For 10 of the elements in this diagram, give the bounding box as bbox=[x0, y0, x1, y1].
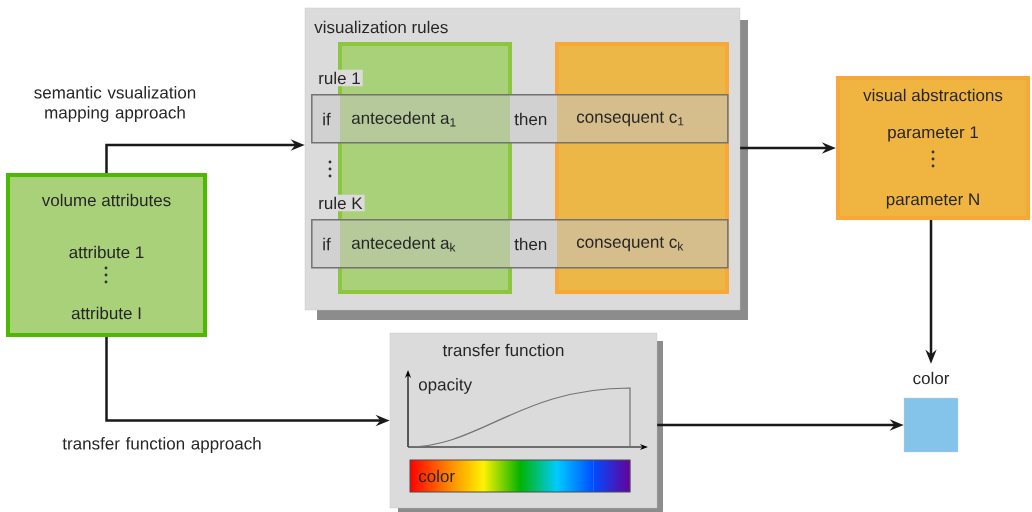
rule-row: rule 1 if antecedent a$_{1}$ then consequent c$_{1}$ bbox=[311, 69, 729, 144]
node-label: color bbox=[913, 371, 950, 385]
edge-label: semantic vsualization mapping approach bbox=[34, 86, 196, 122]
node-label: rule K bbox=[319, 196, 363, 210]
node-label: rule 1 bbox=[319, 71, 360, 85]
rule-row: rule K if antecedent a$_{k}$ then consequent c$_{k}$ bbox=[311, 194, 729, 269]
attribute-box: volume attributes attribute 1 attribute I bbox=[6, 173, 207, 337]
edge-label: transfer function approach bbox=[62, 437, 261, 453]
abstraction-box: visual abstractions parameter 1 parameter N bbox=[836, 76, 1030, 220]
transfer-function-panel: transfer function opacity color bbox=[389, 332, 663, 512]
